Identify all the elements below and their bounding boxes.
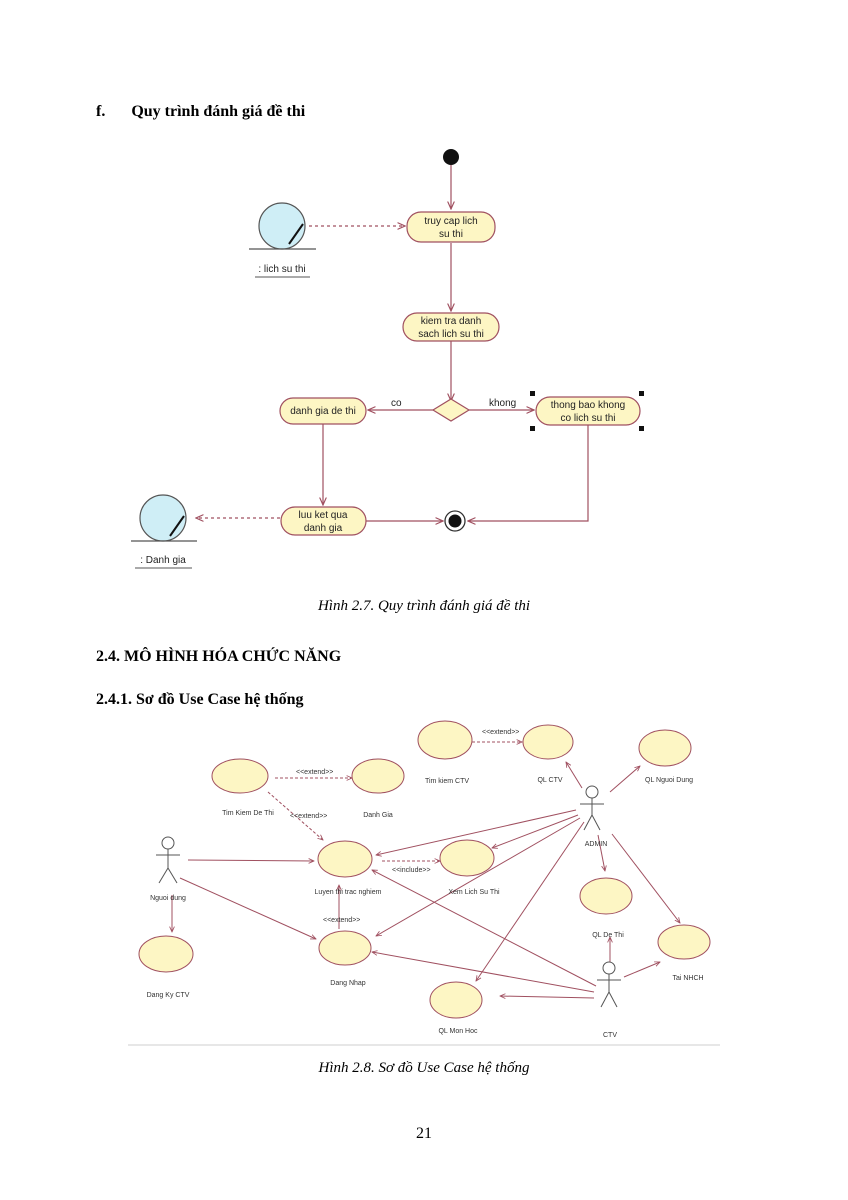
usecase-ql-nguoi-dung <box>638 729 692 767</box>
section-f-heading: f. Quy trình đánh giá đề thi <box>96 103 305 121</box>
usecase-dang-nhap <box>318 930 372 966</box>
svg-text:co lich su thi: co lich su thi <box>560 413 615 424</box>
svg-text:luu ket qua: luu ket qua <box>299 510 348 521</box>
stereotype-extend-luyen-thi: <<extend>> <box>323 917 360 924</box>
decision-node <box>431 398 471 422</box>
svg-text:: Danh gia: : Danh gia <box>140 555 186 566</box>
section-f-marker: f. <box>96 103 106 120</box>
svg-text:su thi: su thi <box>439 229 463 240</box>
usecase-xem-lich-su <box>439 839 495 877</box>
action-kiem-tra-danh-sach: kiem tra danh sach lich su thi <box>402 312 500 342</box>
action-thong-bao-khong-co-lich-su: thong bao khong co lich su thi <box>530 391 644 431</box>
actor-label-admin: ADMIN <box>585 841 608 848</box>
usecase-tim-kiem-de-thi <box>211 758 269 794</box>
activity-diagram: co khong truy cap lich su thi kiem tra d… <box>131 149 644 569</box>
section-2-4-heading: 2.4. MÔ HÌNH HÓA CHỨC NĂNG <box>96 648 342 665</box>
usecase-luyen-thi <box>317 840 373 878</box>
use-case-diagram: <<extend>> <<extend>> <<extend>> <<inclu… <box>128 720 720 1046</box>
action-danh-gia-de-thi: danh gia de thi <box>279 397 367 425</box>
svg-text:: lich su thi: : lich su thi <box>258 264 305 275</box>
usecase-tai-nhch <box>657 924 711 960</box>
section-2-4-1-heading: 2.4.1. Sơ đồ Use Case hệ thống <box>96 691 304 708</box>
svg-text:Danh Gia: Danh Gia <box>363 812 393 819</box>
svg-text:Xem Lich Su Thi: Xem Lich Su Thi <box>448 889 500 896</box>
action-truy-cap-lich-su-thi: truy cap lich su thi <box>406 211 496 243</box>
svg-text:QL CTV: QL CTV <box>537 777 562 784</box>
svg-text:thong bao khong: thong bao khong <box>551 400 626 411</box>
action-luu-ket-qua-danh-gia: luu ket qua danh gia <box>280 506 367 536</box>
actor-nguoi-dung <box>156 836 180 884</box>
usecase-tim-kiem-ctv <box>417 720 473 760</box>
actor-admin <box>580 785 604 831</box>
svg-text:Tai NHCH: Tai NHCH <box>672 975 703 982</box>
page-number: 21 <box>416 1125 432 1142</box>
svg-text:Tim kiem CTV: Tim kiem CTV <box>425 778 469 785</box>
svg-text:truy cap lich: truy cap lich <box>424 216 477 227</box>
object-danh-gia: : Danh gia <box>131 494 197 569</box>
svg-text:sach lich su thi: sach lich su thi <box>418 329 484 340</box>
figure-2-7-caption: Hình 2.7. Quy trình đánh giá đề thi <box>317 598 531 614</box>
section-f-title: Quy trình đánh giá đề thi <box>131 103 306 120</box>
usecase-dang-ky-ctv <box>138 935 194 973</box>
svg-text:danh gia: danh gia <box>304 523 343 534</box>
svg-text:QL Mon Hoc: QL Mon Hoc <box>438 1028 478 1035</box>
stereotype-extend-tim-kiem: <<extend>> <box>290 813 327 820</box>
guard-khong: khong <box>489 398 516 409</box>
actor-label-ctv: CTV <box>603 1032 617 1039</box>
usecase-ql-mon-hoc <box>429 981 483 1019</box>
actor-label-nguoi-dung: Nguoi dung <box>150 895 186 902</box>
actor-ctv <box>597 961 621 1008</box>
svg-text:Luyen thi trac nghiem: Luyen thi trac nghiem <box>315 889 382 896</box>
initial-node <box>443 149 459 165</box>
svg-text:Dang Nhap: Dang Nhap <box>330 980 366 987</box>
stereotype-include: <<include>> <box>392 867 431 874</box>
usecase-danh-gia <box>351 758 405 794</box>
svg-text:QL Nguoi Dung: QL Nguoi Dung <box>645 777 693 784</box>
usecase-ql-de-thi <box>579 877 633 915</box>
final-node <box>444 510 466 532</box>
object-lich-su-thi: : lich su thi <box>249 202 316 278</box>
svg-text:Tim Kiem De Thi: Tim Kiem De Thi <box>222 810 274 817</box>
stereotype-extend-ql-ctv: <<extend>> <box>482 729 519 736</box>
svg-text:QL De Thi: QL De Thi <box>592 932 624 939</box>
svg-text:Dang Ky CTV: Dang Ky CTV <box>147 992 190 999</box>
svg-text:kiem tra danh: kiem tra danh <box>421 316 482 327</box>
guard-co: co <box>391 398 402 409</box>
usecase-ql-ctv <box>522 724 574 760</box>
svg-text:danh gia de thi: danh gia de thi <box>290 406 356 417</box>
stereotype-extend-danh-gia: <<extend>> <box>296 769 333 776</box>
figure-2-8-caption: Hình 2.8. Sơ đồ Use Case hệ thống <box>318 1060 530 1076</box>
